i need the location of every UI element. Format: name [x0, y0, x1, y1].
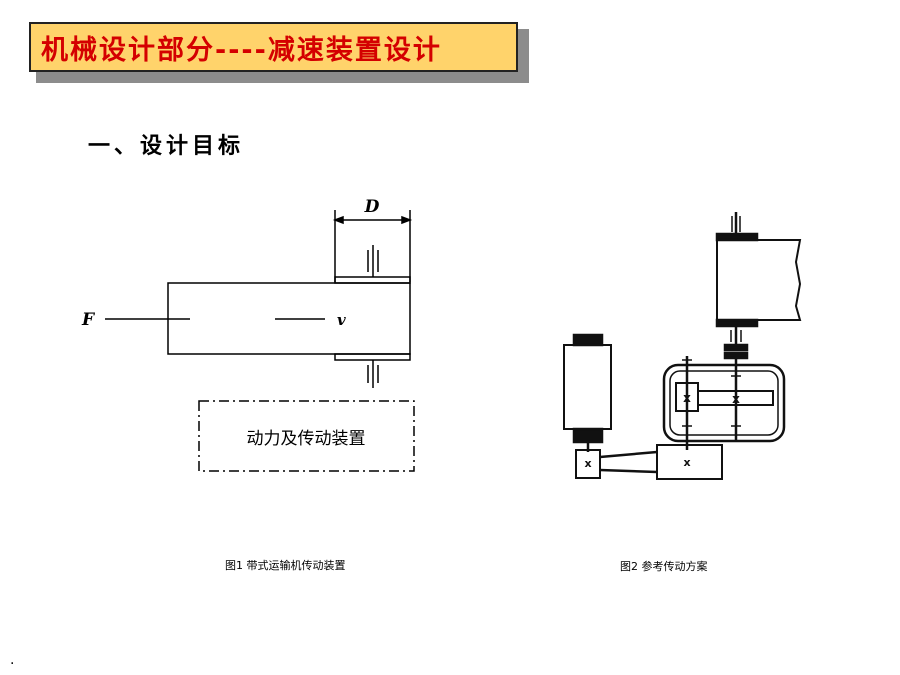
small-pulley — [575, 449, 601, 479]
drum-flange-bottom — [715, 318, 759, 328]
figure2-caption: 图2 参考传动方案 — [620, 560, 708, 573]
drive-unit-box — [198, 400, 415, 472]
label-F: F — [81, 310, 96, 330]
motor-body — [563, 344, 612, 430]
gearbox-inner — [669, 370, 779, 436]
figure1-labels: D F v 动力及传动装置 — [81, 197, 380, 449]
gearbox-housing — [662, 363, 786, 443]
drive-unit-label: 动力及传动装置 — [247, 429, 366, 449]
figure1-belt-conveyor — [105, 210, 415, 472]
drum — [716, 239, 802, 321]
coupling-lower — [723, 351, 749, 360]
drum-top-band — [334, 276, 411, 284]
coupling-upper — [723, 343, 749, 352]
figure2-transmission-scheme — [563, 212, 802, 480]
label-v: v — [337, 311, 346, 329]
pinion-mark: x — [683, 391, 691, 405]
gear-mark: x — [732, 392, 740, 406]
title-banner: 机械设计部分----减速装置设计 — [29, 22, 518, 72]
belt-lower — [599, 468, 658, 474]
large-pulley-mark: x — [683, 456, 690, 469]
motor-cap-top — [572, 333, 604, 347]
label-D: D — [364, 197, 380, 217]
dimension-arrow-right — [401, 215, 413, 225]
section-heading: 一、设计目标 — [88, 134, 245, 159]
belt-upper — [599, 450, 658, 459]
figure2-gear-marks: x x x x — [584, 391, 740, 470]
dimension-arrow-left — [332, 215, 344, 225]
figure1-caption: 图1 带式运输机传动装置 — [225, 559, 346, 572]
footer-mark: . — [10, 652, 15, 668]
motor-cap-bottom — [572, 427, 604, 444]
drum-bottom-band — [334, 353, 411, 361]
large-pulley — [656, 444, 723, 480]
small-pulley-mark: x — [584, 457, 591, 470]
page-title: 机械设计部分----减速装置设计 — [41, 34, 442, 66]
